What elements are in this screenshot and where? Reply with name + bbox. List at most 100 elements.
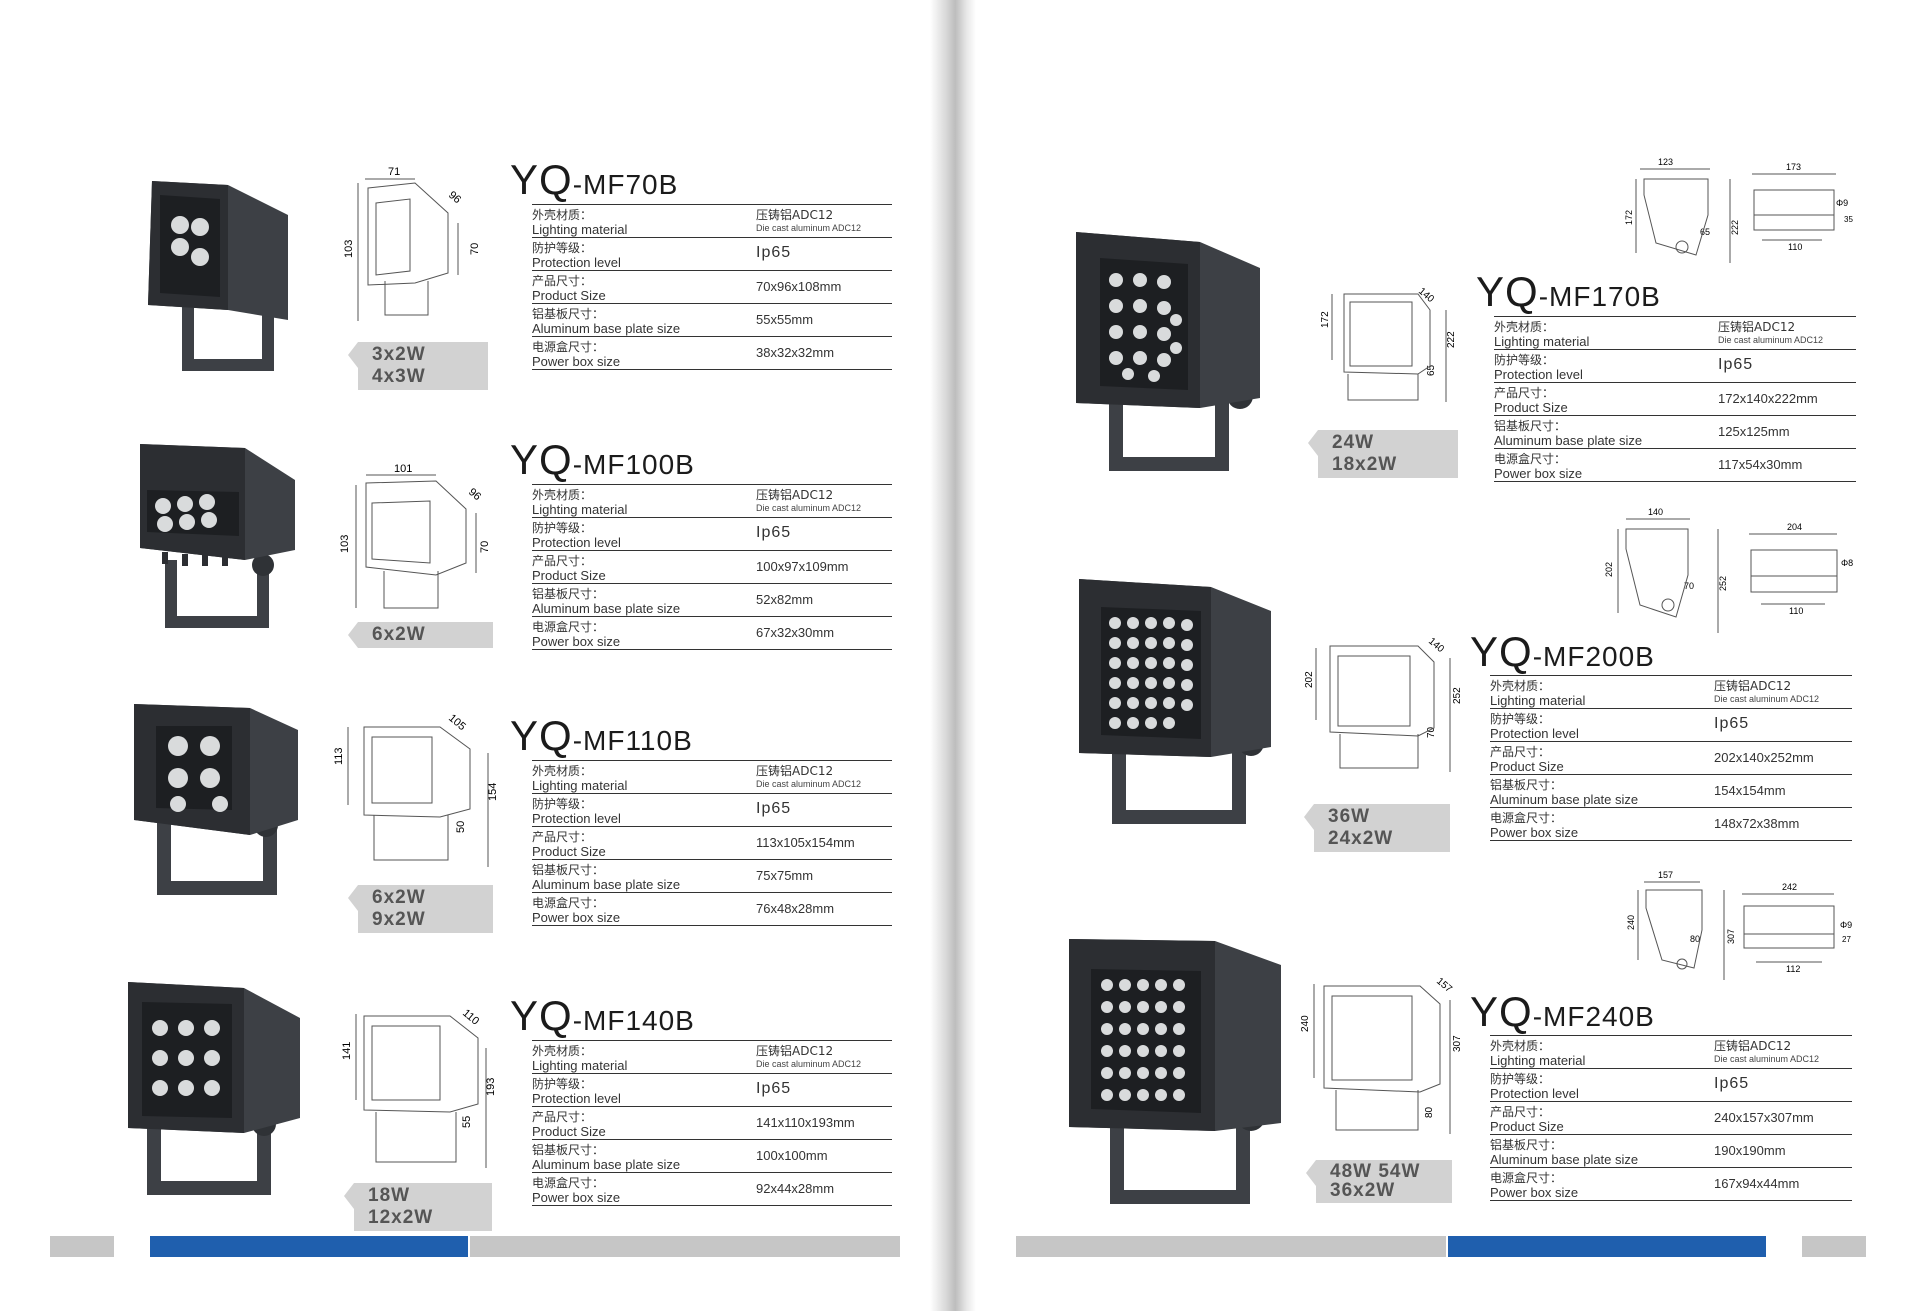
value-size: 141x110x193mm: [756, 1115, 855, 1130]
model-title: YQ-MF200B: [1470, 628, 1655, 676]
dim-top-width: 242: [1782, 882, 1797, 892]
label-cn: 铝基板尺寸：: [532, 863, 605, 877]
footer-bar-right-blue: [1448, 1236, 1766, 1257]
label-en: Product Size: [532, 568, 606, 583]
dimension-drawing: 110 141 193 55: [341, 1007, 497, 1168]
label-cn: 防护等级：: [532, 241, 593, 255]
dim-width: 101: [394, 463, 412, 475]
dim-height3: 80: [1424, 1106, 1435, 1118]
value-power: 67x32x30mm: [756, 625, 835, 640]
value-material: 压铸铝ADC12: [756, 488, 834, 502]
value-power: 117x54x30mm: [1718, 457, 1803, 472]
footer-bar-right-gray-small: [1802, 1236, 1866, 1257]
label-cn: 防护等级：: [532, 521, 593, 535]
footer-bar-left-gray: [470, 1236, 900, 1257]
dim-side-height2: 307: [1726, 929, 1736, 944]
label-en: Protection level: [1494, 367, 1583, 382]
value-ip: Ip65: [756, 1080, 792, 1097]
dimension-drawing: 105 113 154 50: [333, 712, 499, 867]
dimension-drawing: 101 96 103 70: [339, 463, 491, 609]
label-en: Protection level: [532, 255, 621, 270]
value-size: 70x96x108mm: [756, 279, 842, 294]
value-plate: 52x82mm: [756, 592, 814, 607]
label-en: Power box size: [532, 910, 621, 925]
dim-height: 172: [1320, 311, 1331, 328]
dim-height: 240: [1300, 1015, 1311, 1032]
value-ip: Ip65: [1714, 715, 1750, 732]
model-prefix: YQ: [510, 712, 573, 759]
wattage-badge: 24W 18x2W: [1308, 430, 1458, 478]
model-number: -MF170B: [1538, 281, 1661, 312]
label-en: Aluminum base plate size: [1490, 1152, 1639, 1167]
product-photo: [148, 181, 288, 371]
label-en: Aluminum base plate size: [532, 601, 681, 616]
model-prefix: YQ: [510, 992, 573, 1039]
box-top-drawing: 242 Φ9 27 112: [1742, 882, 1852, 974]
label-cn: 电源盒尺寸：: [1494, 452, 1567, 466]
product-photo: [134, 704, 298, 895]
dim-side-x: 70: [1684, 581, 1694, 591]
dim-side-x: 65: [1700, 227, 1710, 237]
dim-height3: 65: [1426, 364, 1437, 376]
dim-height2: 222: [1446, 331, 1457, 348]
dim-height: 141: [341, 1042, 353, 1060]
label-cn: 产品尺寸：: [532, 274, 593, 288]
label-cn: 电源盒尺寸：: [1490, 811, 1563, 825]
label-en: Product Size: [532, 844, 606, 859]
model-title: YQ-MF240B: [1470, 988, 1655, 1036]
model-number: -MF110B: [572, 725, 693, 756]
label-en: Aluminum base plate size: [532, 1157, 681, 1172]
dim-depth: 96: [466, 486, 483, 503]
dim-phi: Φ8: [1841, 558, 1853, 568]
dim-height2: 70: [479, 541, 491, 553]
dim-height3: 50: [455, 821, 467, 833]
label-cn: 铝基板尺寸：: [1494, 419, 1567, 433]
dimension-drawing: 140 202 252 70: [1304, 636, 1463, 772]
value-size: 202x140x252mm: [1714, 750, 1814, 765]
dim-side-width: 123: [1658, 157, 1673, 167]
label-en: Power box size: [532, 354, 621, 369]
dim-height2: 154: [487, 783, 499, 801]
dim-phi: Φ9: [1840, 920, 1852, 930]
label-cn: 铝基板尺寸：: [1490, 1138, 1563, 1152]
label-cn: 外壳材质：: [1494, 320, 1555, 334]
value-plate: 55x55mm: [756, 312, 814, 327]
value-plate: 100x100mm: [756, 1148, 828, 1163]
model-number: -MF100B: [572, 449, 695, 480]
dim-width: 71: [388, 166, 400, 178]
label-en: Product Size: [532, 288, 606, 303]
value-size: 240x157x307mm: [1714, 1110, 1814, 1125]
label-en: Power box size: [532, 1190, 621, 1205]
label-en: Lighting material: [532, 778, 628, 793]
footer-bar-left-gray-small: [50, 1236, 114, 1257]
wattage-badge: 6x2W: [348, 622, 493, 648]
value-size: 100x97x109mm: [756, 559, 849, 574]
label-cn: 外壳材质：: [532, 208, 593, 222]
value-ip: Ip65: [756, 244, 792, 261]
wattage-badge: 6x2W 9x2W: [348, 885, 493, 933]
value-size: 113x105x154mm: [756, 835, 855, 850]
label-en: Aluminum base plate size: [1490, 792, 1639, 807]
label-cn: 电源盒尺寸：: [1490, 1171, 1563, 1185]
label-cn: 产品尺寸：: [1490, 745, 1551, 759]
model-number: -MF70B: [572, 169, 679, 200]
wattage-line-1: 48W 54W: [1330, 1161, 1421, 1182]
label-cn: 电源盒尺寸：: [532, 1176, 605, 1190]
dim-height: 103: [339, 535, 351, 553]
value-material: 压铸铝ADC12: [1714, 679, 1792, 693]
